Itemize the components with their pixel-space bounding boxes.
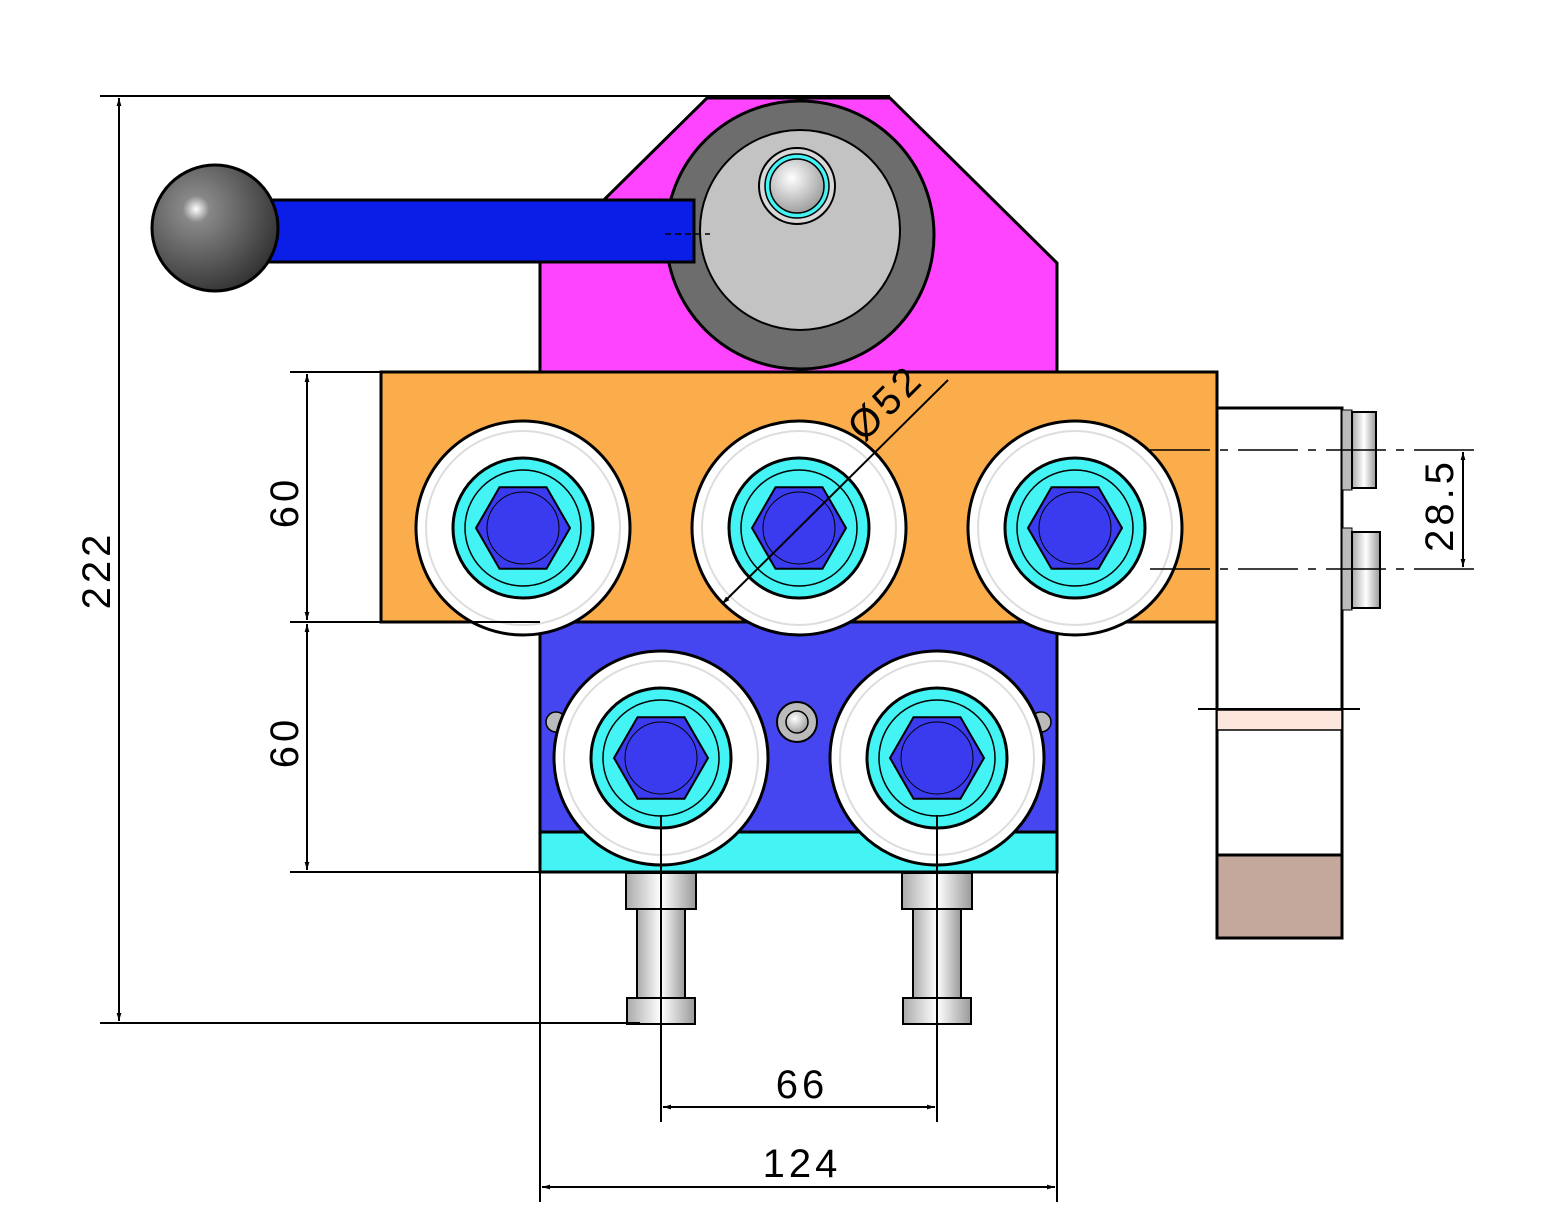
lever-knob <box>150 163 280 293</box>
dimension-124: 124 <box>539 872 1058 1202</box>
dim-label-222: 222 <box>75 531 119 610</box>
dimension-222: 222 <box>75 95 890 1024</box>
port-fitting <box>552 649 770 867</box>
dimension-66: 66 <box>660 815 938 1122</box>
dimension-60-lower: 60 <box>263 624 540 873</box>
mounting-bracket <box>1198 406 1381 940</box>
lever <box>150 163 710 293</box>
port-fitting <box>414 419 632 637</box>
dimension-28-5: 28.5 <box>1150 449 1480 570</box>
dim-label-124: 124 <box>763 1142 842 1186</box>
dimension-60-upper: 60 <box>263 371 540 623</box>
handle-body <box>538 96 1059 374</box>
dim-label-28-5: 28.5 <box>1418 458 1462 552</box>
port-fitting <box>828 649 1046 867</box>
dim-label-60-lower: 60 <box>263 716 307 769</box>
dim-label-66: 66 <box>776 1063 829 1107</box>
detent-ball <box>769 158 825 214</box>
port-fitting <box>966 419 1184 637</box>
dim-label-60-upper: 60 <box>263 476 307 529</box>
